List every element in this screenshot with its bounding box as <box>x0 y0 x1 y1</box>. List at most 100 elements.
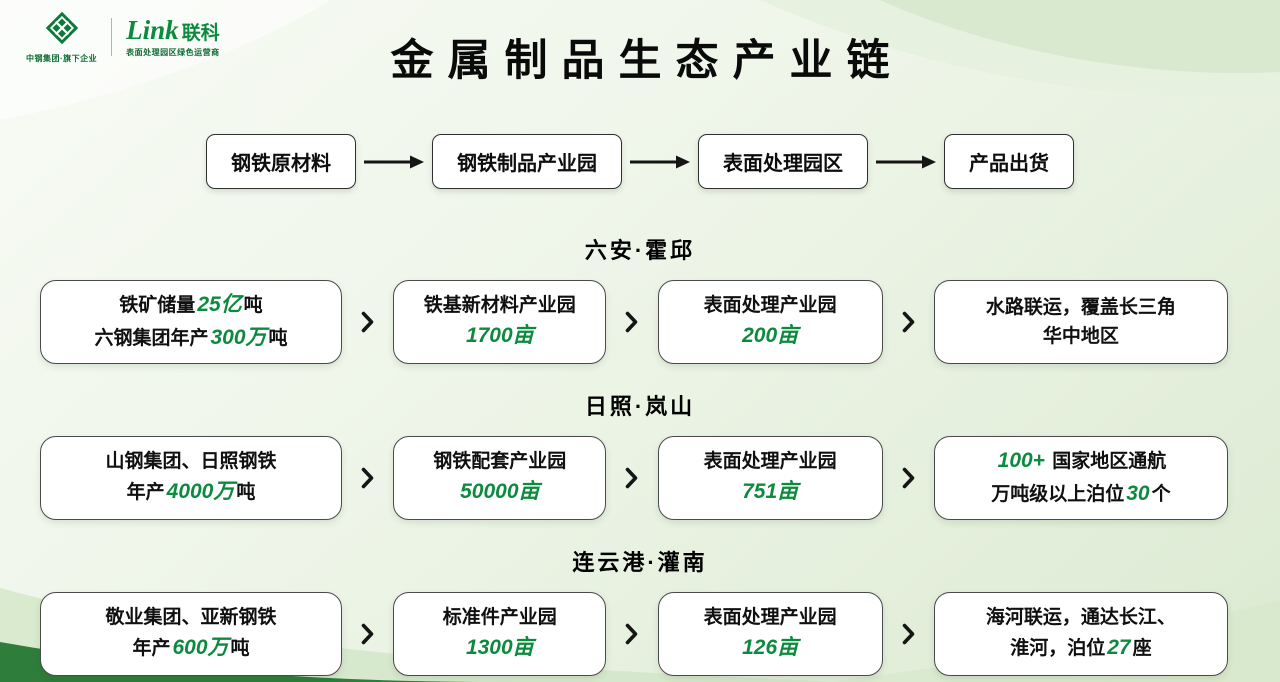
text-segment: 六钢集团年产 <box>94 328 209 349</box>
info-line: 表面处理产业园 <box>665 447 876 476</box>
sinosteel-caption: 中钢集团·旗下企业 <box>26 54 98 63</box>
info-box-surface-treatment-park: 表面处理产业园 751亩 <box>657 436 883 520</box>
info-box-logistics: 水路联运，覆盖长三角 华中地区 <box>933 280 1228 364</box>
info-line: 六钢集团年产300万吨 <box>47 322 335 355</box>
text-segment: 华中地区 <box>1042 326 1119 347</box>
info-line: 铁基新材料产业园 <box>400 291 599 320</box>
chevron-right-icon <box>902 623 915 645</box>
page-title: 金属制品生态产业链 <box>390 37 904 85</box>
process-flow: 钢铁原材料 钢铁制品产业园 表面处理园区 产品出货 <box>0 134 1280 189</box>
info-line: 年产4000万吨 <box>47 476 335 509</box>
info-box-surface-treatment-park: 表面处理产业园 126亩 <box>657 592 883 676</box>
info-line: 年产600万吨 <box>47 632 335 665</box>
link-logo: Link 联科 表面处理园区绿色运营商 <box>126 14 220 58</box>
chevron-right-icon <box>625 467 638 489</box>
section-title: 六安·霍邱 <box>584 238 696 263</box>
brand-divider <box>111 18 113 56</box>
arrow-right-icon <box>876 155 936 169</box>
chevron-right-icon <box>902 467 915 489</box>
info-line: 铁矿储量25亿吨 <box>47 289 335 322</box>
info-line: 标准件产业园 <box>400 603 599 632</box>
chevron-right-icon <box>625 623 638 645</box>
info-box-steel-source: 山钢集团、日照钢铁 年产4000万吨 <box>40 436 342 520</box>
highlight-number: 100+ <box>997 449 1045 473</box>
highlight-number: 600万 <box>172 636 229 660</box>
chevron-right-icon <box>361 623 374 645</box>
info-box-industrial-park: 钢铁配套产业园 50000亩 <box>393 436 607 520</box>
arrow-right-icon <box>630 155 690 169</box>
section-row: 山钢集团、日照钢铁 年产4000万吨 钢铁配套产业园 50000亩 表面处理产业… <box>0 436 1280 520</box>
text-segment: 表面处理产业园 <box>703 607 837 628</box>
link-latin-wordmark: Link <box>126 14 179 45</box>
text-segment: 水路联运，覆盖长三角 <box>985 296 1176 318</box>
text-segment: 铁基新材料产业园 <box>423 295 576 316</box>
highlight-number: 1700亩 <box>465 324 534 348</box>
text-segment: 年产 <box>132 638 171 660</box>
info-line: 751亩 <box>665 476 876 509</box>
info-line: 1300亩 <box>400 632 599 665</box>
highlight-number: 50000亩 <box>460 480 540 504</box>
info-line: 表面处理产业园 <box>665 291 876 320</box>
text-segment: 座 <box>1132 638 1152 660</box>
text-segment: 钢铁配套产业园 <box>433 451 567 472</box>
text-segment: 淮河，泊位 <box>1010 638 1106 660</box>
info-line: 钢铁配套产业园 <box>400 447 599 476</box>
flow-step-surface-treatment-park: 表面处理园区 <box>698 134 868 189</box>
info-line: 表面处理产业园 <box>665 603 876 632</box>
text-segment: 敬业集团、亚新钢铁 <box>105 607 277 628</box>
info-line: 华中地区 <box>941 322 1221 351</box>
section-row: 敬业集团、亚新钢铁 年产600万吨 标准件产业园 1300亩 表面处理产业园 1… <box>0 592 1280 676</box>
highlight-number: 126亩 <box>742 636 799 660</box>
highlight-number: 25亿 <box>197 293 242 317</box>
text-segment: 吨 <box>268 328 288 349</box>
info-line: 100+ 国家地区通航 <box>941 445 1221 478</box>
highlight-number: 27 <box>1107 636 1131 660</box>
highlight-number: 4000万 <box>166 480 235 504</box>
text-segment: 吨 <box>230 638 250 660</box>
chevron-right-icon <box>361 311 374 333</box>
highlight-number: 30 <box>1126 482 1150 505</box>
info-box-industrial-park: 标准件产业园 1300亩 <box>393 592 607 676</box>
sinosteel-diamond-icon <box>44 10 80 51</box>
text-segment: 年产 <box>126 482 165 504</box>
info-line: 50000亩 <box>400 476 599 509</box>
flow-step-steel-products-park: 钢铁制品产业园 <box>432 134 622 189</box>
chevron-right-icon <box>902 311 915 333</box>
text-segment: 标准件产业园 <box>442 607 557 628</box>
info-box-steel-source: 铁矿储量25亿吨 六钢集团年产300万吨 <box>40 280 342 364</box>
info-line: 敬业集团、亚新钢铁 <box>47 603 335 632</box>
text-segment: 山钢集团、日照钢铁 <box>105 451 277 472</box>
section-title: 日照·岚山 <box>584 394 696 419</box>
link-logo-wordmark: Link 联科 <box>126 14 220 45</box>
highlight-number: 1300亩 <box>465 636 534 660</box>
highlight-number: 300万 <box>210 326 267 349</box>
section-rizhao-lanshan: 日照·岚山 山钢集团、日照钢铁 年产4000万吨 钢铁配套产业园 50000亩 … <box>0 389 1280 520</box>
flow-step-raw-material: 钢铁原材料 <box>206 134 356 189</box>
section-lianyungang-guannan: 连云港·灌南 敬业集团、亚新钢铁 年产600万吨 标准件产业园 1300亩 表面… <box>0 545 1280 676</box>
flow-step-product-shipment: 产品出货 <box>944 134 1074 189</box>
chevron-right-icon <box>625 311 638 333</box>
arrow-right-icon <box>364 155 424 169</box>
info-line: 200亩 <box>665 320 876 353</box>
text-segment: 海河联运，通达长江、 <box>985 607 1176 628</box>
info-line: 山钢集团、日照钢铁 <box>47 447 335 476</box>
link-chinese-wordmark: 联科 <box>181 22 220 44</box>
text-segment: 表面处理产业园 <box>703 295 837 316</box>
info-line: 海河联运，通达长江、 <box>941 603 1221 632</box>
text-segment: 吨 <box>243 295 263 317</box>
text-segment: 个 <box>1151 484 1171 505</box>
text-segment: 表面处理产业园 <box>703 451 837 472</box>
text-segment: 吨 <box>236 482 256 504</box>
text-segment: 万吨级以上泊位 <box>991 484 1125 505</box>
highlight-number: 200亩 <box>742 324 799 348</box>
info-line: 1700亩 <box>400 320 599 353</box>
info-box-surface-treatment-park: 表面处理产业园 200亩 <box>657 280 883 364</box>
info-box-steel-source: 敬业集团、亚新钢铁 年产600万吨 <box>40 592 342 676</box>
link-caption: 表面处理园区绿色运营商 <box>126 47 220 57</box>
section-luan-huoqiu: 六安·霍邱 铁矿储量25亿吨 六钢集团年产300万吨 铁基新材料产业园 1700… <box>0 233 1280 364</box>
